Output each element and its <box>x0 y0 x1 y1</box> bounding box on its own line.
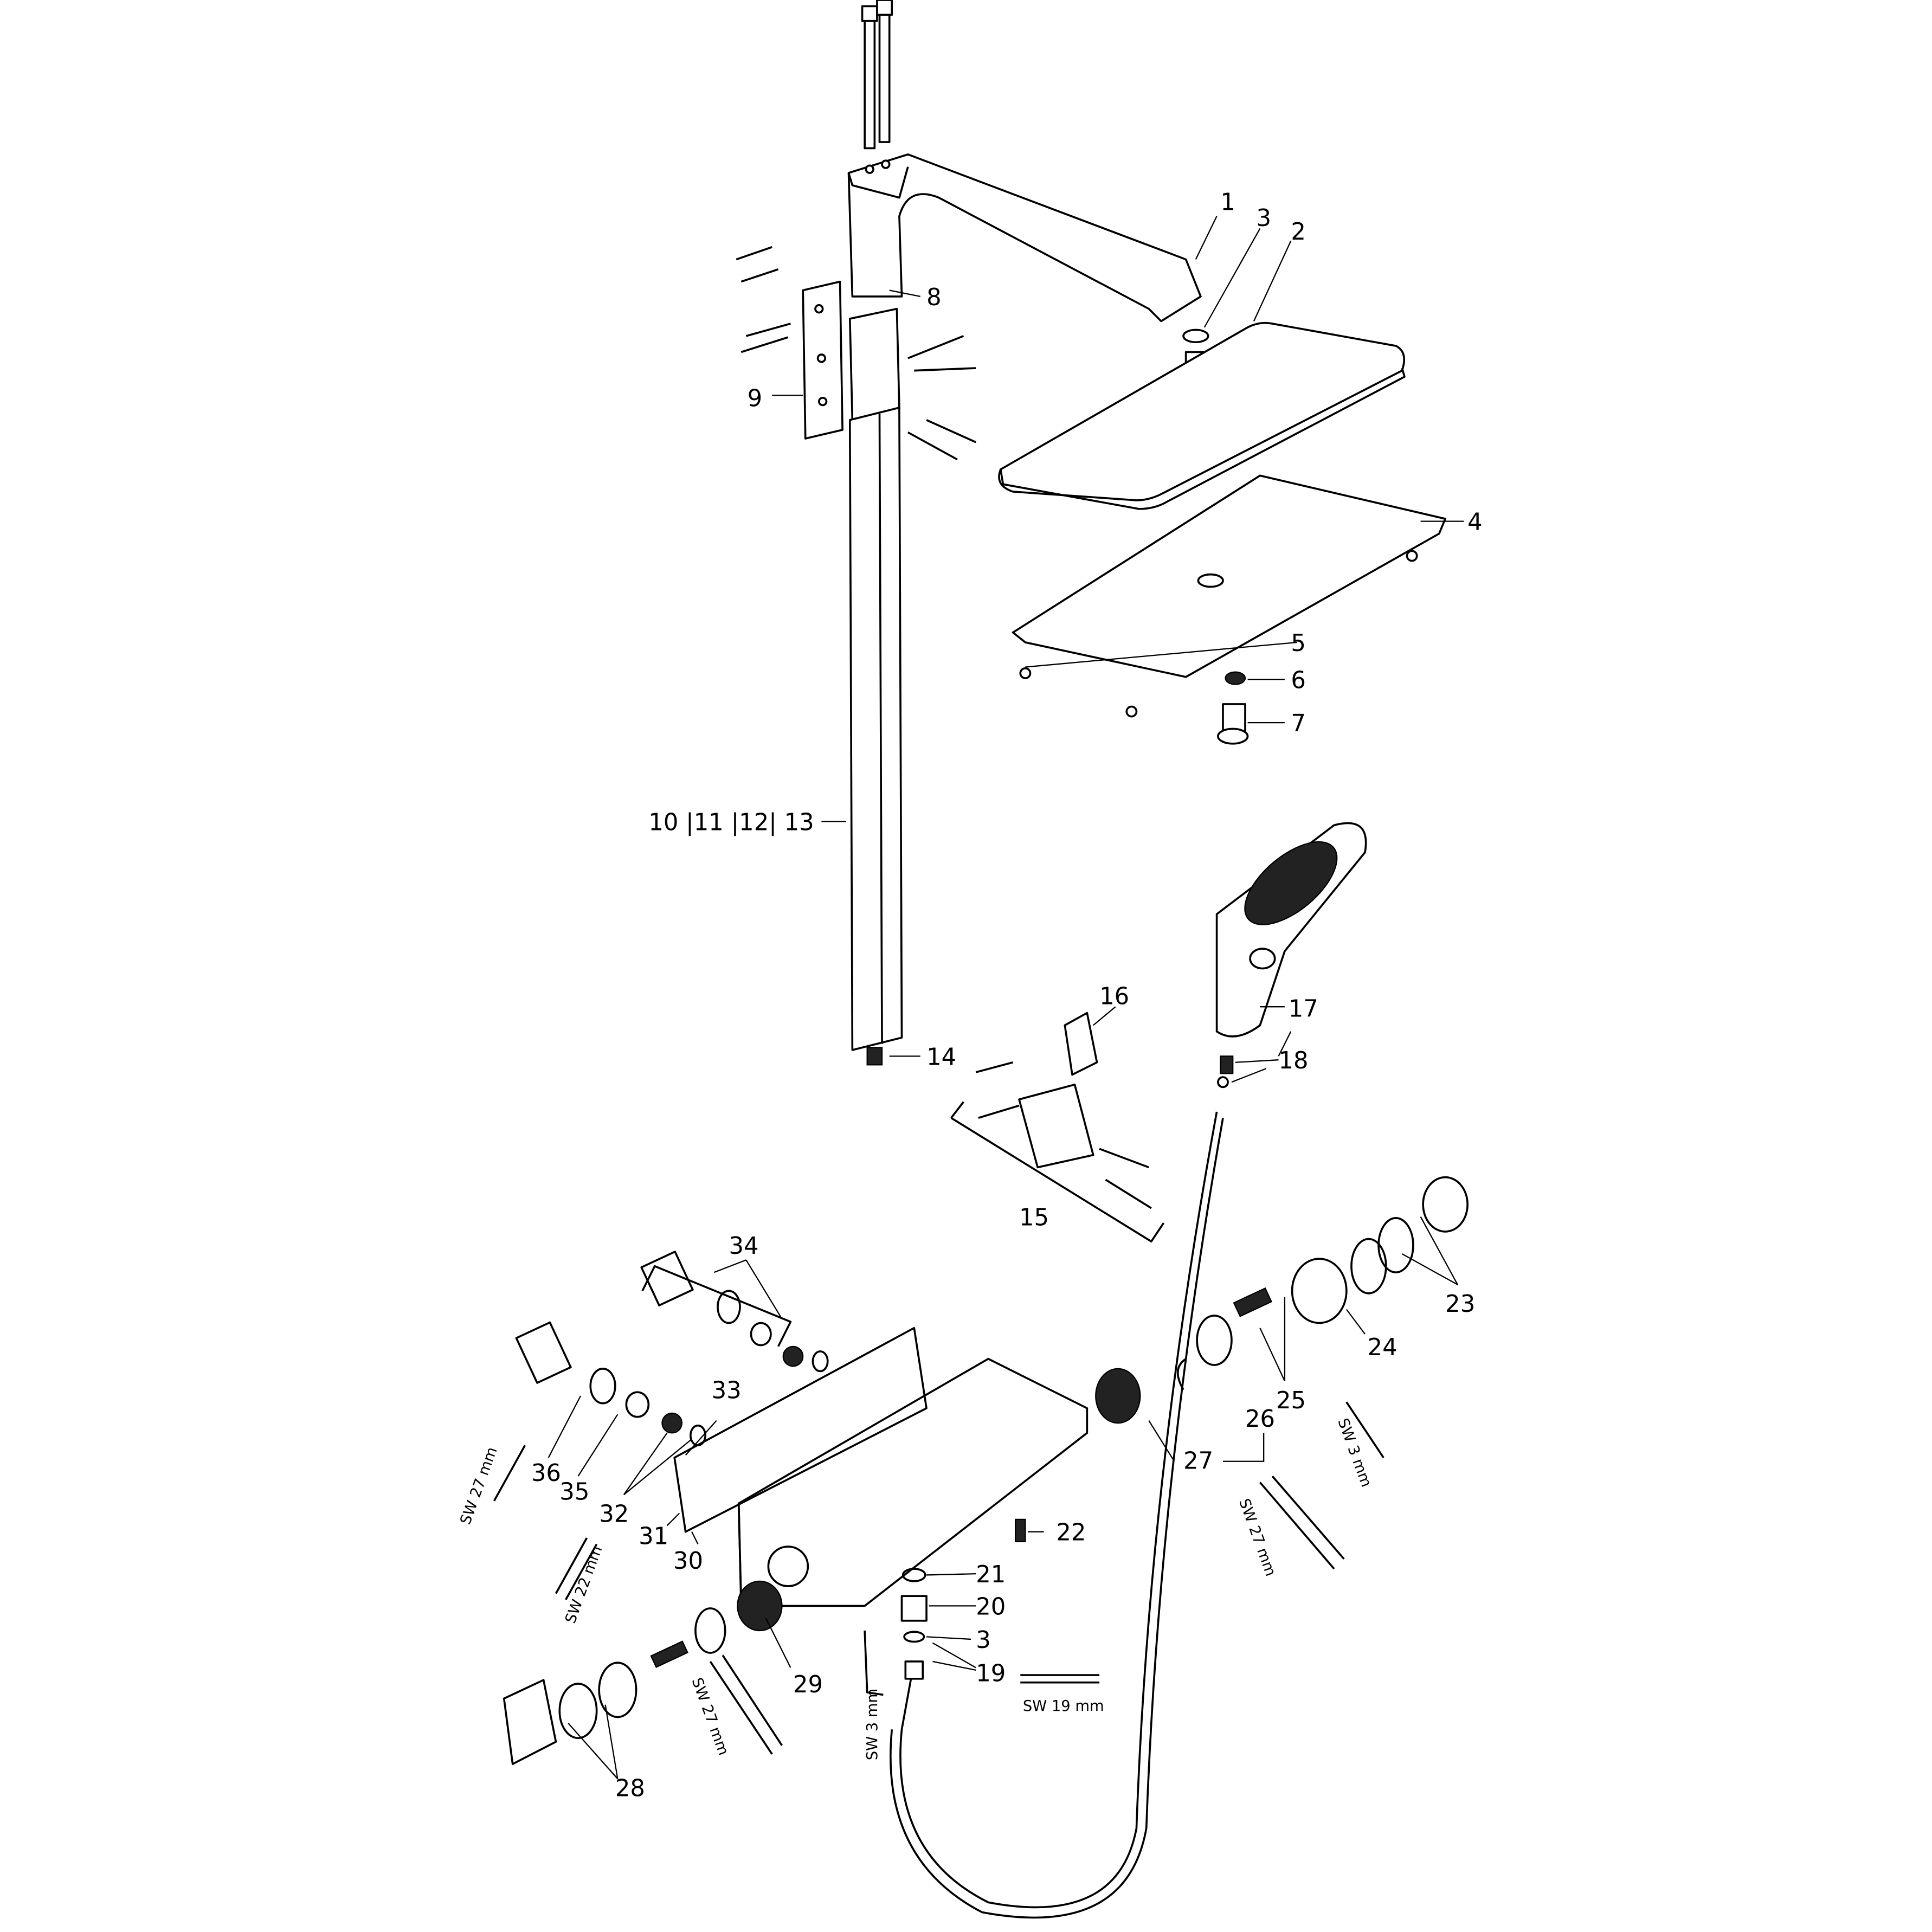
callout-34: 34 <box>729 1233 758 1260</box>
callout-2: 2 <box>1291 218 1306 246</box>
cartridge-parts-23-27 <box>1095 1176 1469 1424</box>
callout-8: 8 <box>926 284 942 311</box>
callout-10-13: 10 |11 |12| 13 <box>648 809 814 836</box>
callout-28: 28 <box>615 1775 645 1802</box>
spray-plate-part-4 <box>1012 474 1446 678</box>
callout-18: 18 <box>1279 1047 1309 1074</box>
callout-26: 26 <box>1245 1406 1275 1433</box>
tool-label-sw3-right: SW 3 mm <box>1334 1416 1374 1489</box>
hand-shower-part-17 <box>1215 822 1367 1089</box>
callout-31: 31 <box>639 1523 668 1550</box>
bracket-part-9 <box>802 280 843 440</box>
callout-19: 19 <box>976 1660 1006 1687</box>
callout-17: 17 <box>1289 995 1318 1022</box>
handle-parts-28-29 <box>503 1580 783 1765</box>
tool-label-sw22: SW 22 mm <box>562 1544 606 1626</box>
callout-16: 16 <box>1099 983 1129 1010</box>
callout-6: 6 <box>1291 667 1306 694</box>
callout-4: 4 <box>1467 509 1483 536</box>
tool-label-sw3-bottom: SW 3 mm <box>864 1689 881 1760</box>
long-bolts <box>861 0 893 150</box>
shower-hose <box>899 1111 1218 1909</box>
callout-23: 23 <box>1445 1291 1475 1318</box>
callout-20: 20 <box>976 1593 1006 1620</box>
callout-27: 27 <box>1183 1447 1213 1474</box>
tool-label-sw19: SW 19 mm <box>1023 1698 1104 1715</box>
overhead-shower-part-2 <box>998 321 1406 510</box>
riser-column-part-10-13 <box>848 307 903 1066</box>
shower-arm-part-1 <box>847 153 1202 323</box>
leader-lines <box>548 216 1464 1780</box>
callout-25: 25 <box>1276 1387 1306 1414</box>
callout-7: 7 <box>1291 710 1306 737</box>
callout-9: 9 <box>748 385 763 413</box>
callout-33: 33 <box>712 1377 742 1405</box>
thermostat-body-part-30 <box>673 1326 1089 1607</box>
callout-14: 14 <box>926 1044 956 1071</box>
tool-label-sw27-right: SW 27 mm <box>1235 1497 1279 1579</box>
callout-15: 15 <box>1019 1205 1049 1232</box>
wrench-tools <box>493 1401 1384 1755</box>
wall-screws <box>736 246 976 461</box>
small-parts-5-7 <box>1019 550 1418 745</box>
holder-part-15-16 <box>950 1012 1165 1242</box>
callout-35: 35 <box>559 1478 589 1505</box>
callout-21: 21 <box>976 1561 1006 1588</box>
callout-24: 24 <box>1368 1334 1398 1361</box>
callout-29: 29 <box>793 1671 823 1698</box>
callout-3: 3 <box>1257 205 1272 232</box>
callout-36: 36 <box>531 1460 561 1487</box>
tool-label-sw27-left: SW 27 mm <box>457 1445 500 1527</box>
callout-22: 22 <box>1056 1519 1086 1547</box>
callout-5: 5 <box>1291 630 1306 657</box>
callout-1: 1 <box>1220 189 1235 216</box>
tool-label-sw27-bottom: SW 27 mm <box>688 1676 732 1757</box>
connection-fittings-left <box>515 1251 829 1446</box>
small-parts-19-22 <box>864 1518 1026 1696</box>
callout-3b: 3 <box>976 1627 991 1654</box>
callout-32: 32 <box>599 1500 629 1528</box>
callout-30: 30 <box>673 1548 703 1575</box>
